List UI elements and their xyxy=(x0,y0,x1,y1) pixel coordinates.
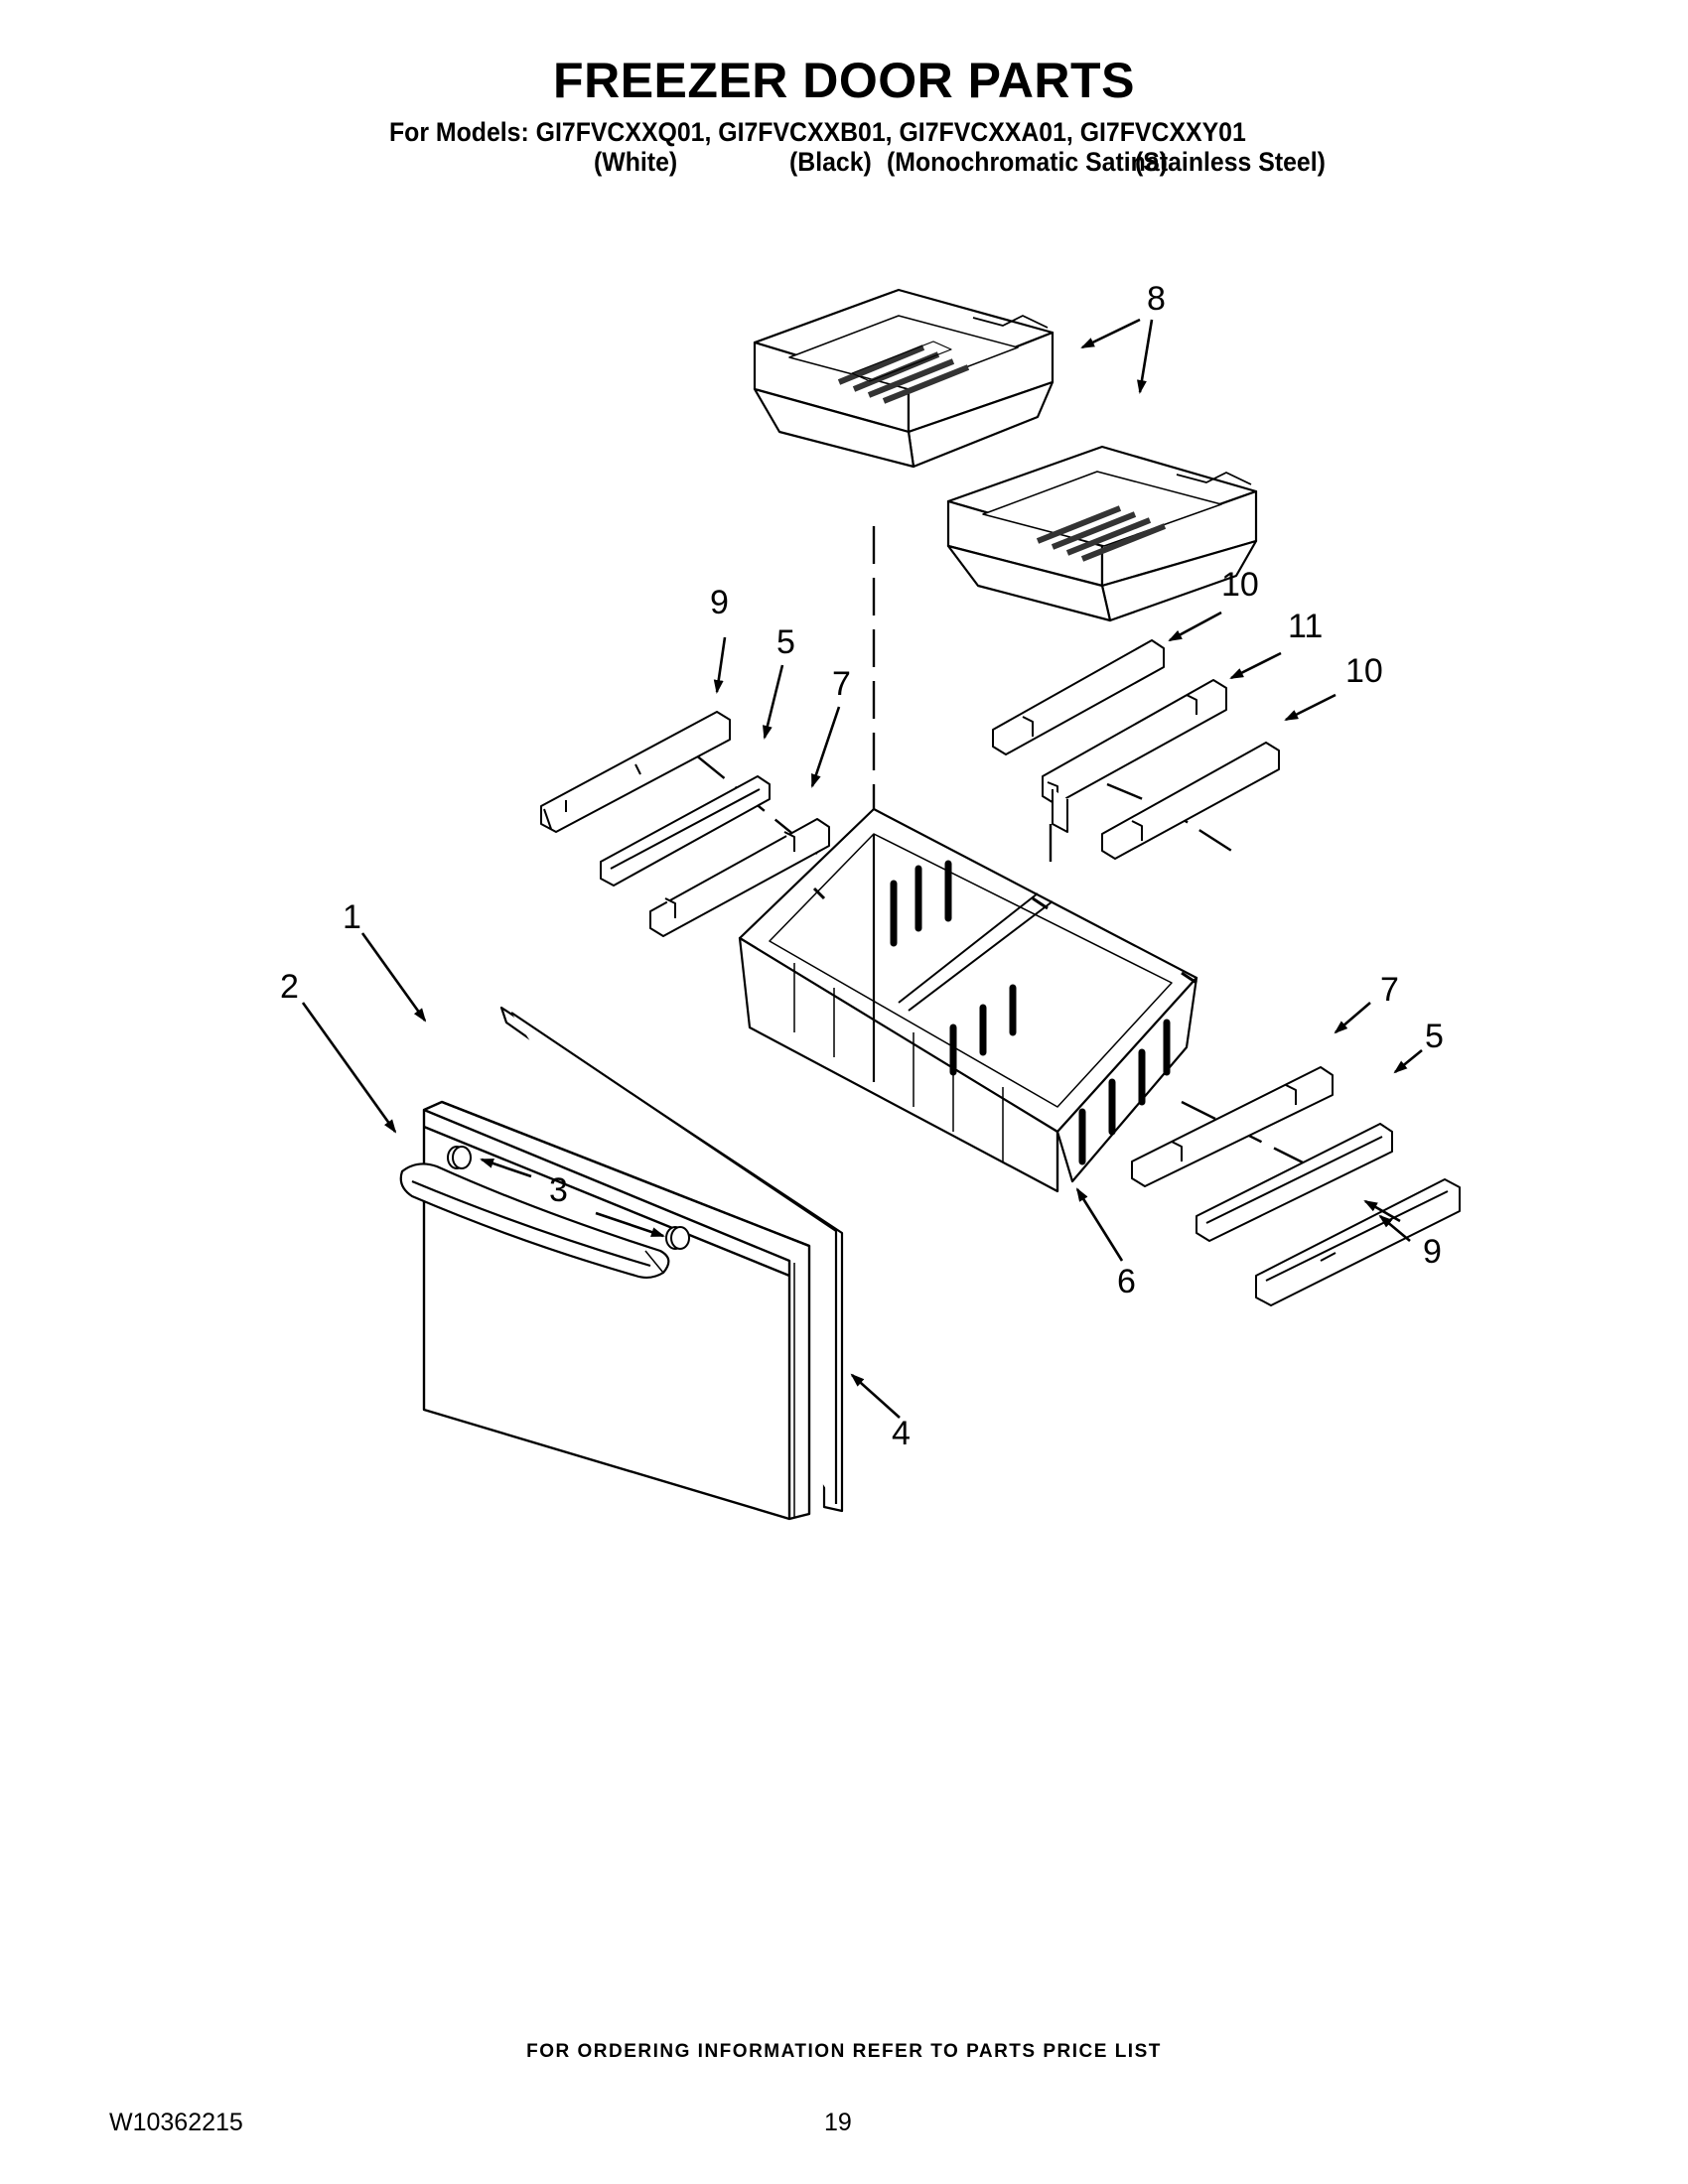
callout-11: 11 xyxy=(1288,608,1323,645)
callout-8: 8 xyxy=(1147,280,1166,318)
callout-labels: 1 2 3 4 5 6 7 8 9 10 11 10 7 5 9 xyxy=(280,280,1444,1452)
callout-5-right: 5 xyxy=(1425,1018,1444,1055)
callout-9-left: 9 xyxy=(710,584,729,621)
color-black: (Black) xyxy=(789,147,872,177)
right-lower-rails xyxy=(1131,1066,1461,1306)
color-monochromatic-satina: (Monochromatic Satina) xyxy=(887,147,1168,177)
color-white: (White) xyxy=(594,147,678,177)
callout-7-left: 7 xyxy=(832,665,851,703)
callout-10-lower: 10 xyxy=(1345,652,1383,690)
page-title: FREEZER DOOR PARTS xyxy=(553,53,1135,108)
callout-3: 3 xyxy=(549,1171,568,1209)
callout-2: 2 xyxy=(280,968,299,1006)
model-colors-line: (White) (Black) (Monochromatic Satina) (… xyxy=(0,147,1688,181)
right-upper-rails xyxy=(992,639,1280,860)
color-stainless-steel: (Stainless Steel) xyxy=(1135,147,1326,177)
callout-5-left: 5 xyxy=(776,623,795,661)
callout-9-right: 9 xyxy=(1423,1233,1442,1271)
page-number: 19 xyxy=(824,2109,852,2136)
callout-6: 6 xyxy=(1117,1263,1136,1300)
models-line: For Models: GI7FVCXXQ01, GI7FVCXXB01, GI… xyxy=(389,117,1246,147)
ordering-note: FOR ORDERING INFORMATION REFER TO PARTS … xyxy=(526,2041,1162,2062)
door-handle xyxy=(399,1162,670,1280)
callout-1: 1 xyxy=(343,898,361,936)
left-upper-rails xyxy=(540,711,830,937)
handle-spacers xyxy=(447,1146,690,1250)
document-number: W10362215 xyxy=(109,2109,243,2136)
upper-basket-right xyxy=(946,445,1258,622)
upper-basket-left xyxy=(753,288,1055,469)
callout-4: 4 xyxy=(892,1415,911,1452)
callout-7-right: 7 xyxy=(1380,971,1399,1009)
callout-10-upper: 10 xyxy=(1221,566,1259,604)
callout-arrows xyxy=(301,318,1423,1419)
lower-basket xyxy=(738,807,1198,1193)
